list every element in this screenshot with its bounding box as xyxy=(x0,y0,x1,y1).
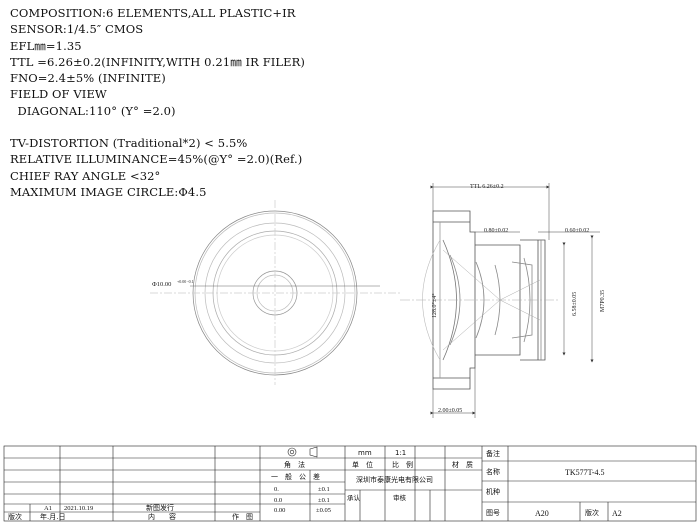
front-diameter-tolerance: +0.00 -0.1 xyxy=(177,279,194,284)
thread-label: M7P0.35 xyxy=(600,290,606,312)
tb-general-tol: 一 般 公 差 xyxy=(271,472,320,481)
tb-tol-prec-1: 0.0 xyxy=(274,497,282,504)
tb-remark-label: 备注 xyxy=(486,449,500,458)
ttl-dim-label: TTL 6.26±0.2 xyxy=(470,184,504,190)
tb-tol-val-1: ±0.1 xyxy=(318,497,330,504)
spec-list: COMPOSITION:6 ELEMENTS,ALL PLASTIC+IR SE… xyxy=(10,5,305,200)
tb-model-label: 机种 xyxy=(486,487,500,496)
spec-fov-heading: FIELD OF VIEW xyxy=(10,87,107,102)
tb-material: 材 质 xyxy=(452,460,473,469)
spec-ttl: TTL =6.26±0.2(INFINITY,WITH 0.21㎜ IR FIL… xyxy=(10,54,306,69)
tb-drawing-no-label: 图号 xyxy=(486,509,500,517)
spec-distortion: TV-DISTORTION (Traditional*2) < 5.5% xyxy=(10,136,248,151)
front-outer-circle-inner xyxy=(194,212,356,374)
spec-illuminance: RELATIVE ILLUMINANCE=45%(@Y° =2.0)(Ref.) xyxy=(10,152,303,167)
tb-tol-val-0: ±0.1 xyxy=(318,486,330,493)
tb-hdr-author: 作 图 xyxy=(232,512,253,521)
tb-hdr-content: 内 容 xyxy=(148,512,176,521)
spec-image-circle: MAXIMUM IMAGE CIRCLE:Φ4.5 xyxy=(10,184,207,199)
fov-angle-label: 128.0°±4° xyxy=(431,293,438,318)
fov-arc xyxy=(422,239,441,361)
tb-ratio: 比 例 xyxy=(392,460,413,469)
ray-2 xyxy=(442,299,541,351)
tb-unit: 单 位 xyxy=(352,460,373,469)
spec-composition: COMPOSITION:6 ELEMENTS,ALL PLASTIC+IR xyxy=(10,6,296,20)
dim-200-label: 2.00±0.05 xyxy=(438,408,462,414)
tb-company: 深圳市泰康光电有限公司 xyxy=(356,475,433,484)
ray-1 xyxy=(442,249,541,301)
tb-tol-prec-2: 0.00 xyxy=(274,507,285,514)
spec-efl: EFL㎜=1.35 xyxy=(10,38,82,53)
tb-review: 审核 xyxy=(393,493,407,502)
dim-080-label: 0.80±0.02 xyxy=(484,228,508,234)
projection-symbol-icon xyxy=(287,446,318,458)
side-view xyxy=(400,210,560,390)
tb-mm: mm xyxy=(358,449,372,457)
tb-tol-prec-0: 0. xyxy=(274,486,279,493)
tb-version: A2 xyxy=(612,509,622,518)
dim-658-label: 6.58±0.05 xyxy=(572,292,578,316)
tb-hdr-version: 版次 xyxy=(8,512,22,521)
tb-version-label: 版次 xyxy=(585,508,599,517)
dim-060-label: 0.60±0.02 xyxy=(565,228,589,234)
title-block-border xyxy=(3,445,697,522)
spec-fno: FNO=2.4±5% (INFINITE) xyxy=(10,71,166,86)
tb-name-label: 名称 xyxy=(486,467,500,476)
tb-rev-content: 新图发行 xyxy=(146,503,174,512)
front-ring xyxy=(204,222,346,364)
tb-rev-version: A1 xyxy=(44,505,52,512)
tb-name-value: TK577T-4.5 xyxy=(565,468,604,477)
tb-drawing-no: A20 xyxy=(535,509,549,518)
tb-tol-val-2: ±0.05 xyxy=(316,507,331,514)
front-view xyxy=(150,200,400,385)
spec-cra: CHIEF RAY ANGLE <32° xyxy=(10,168,161,183)
front-diameter-label: Φ10.00 xyxy=(152,281,171,288)
title-block xyxy=(3,445,697,522)
spec-fov-diagonal: DIAGONAL:110° (Y° =2.0) xyxy=(10,103,176,118)
spec-sensor: SENSOR:1/4.5″ CMOS xyxy=(10,22,144,37)
tb-scale: 1:1 xyxy=(395,449,406,457)
tb-angle-method: 角 法 xyxy=(284,460,305,469)
tb-rev-date: 2021.10.19 xyxy=(64,505,93,512)
tb-approve: 承认 xyxy=(347,493,361,502)
dimension-lines xyxy=(430,183,600,418)
tb-hdr-date: 年.月.日 xyxy=(40,512,65,521)
